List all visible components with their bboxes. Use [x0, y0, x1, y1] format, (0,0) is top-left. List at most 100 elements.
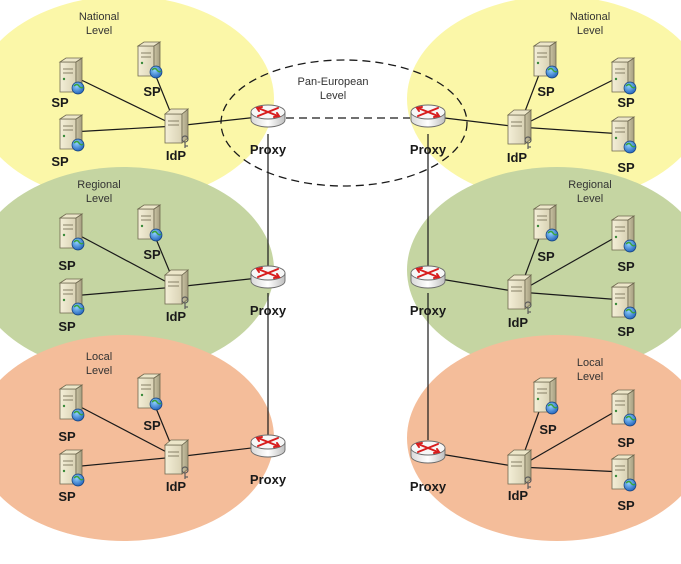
- idp-server: [506, 449, 533, 489]
- idp-label: IdP: [508, 488, 529, 503]
- proxy-label: Proxy: [250, 472, 287, 487]
- key-icon: [181, 296, 189, 309]
- sp-label: SP: [51, 154, 69, 169]
- sp-server: [610, 282, 637, 320]
- globe-icon: [623, 306, 637, 320]
- sp-server: [532, 204, 559, 242]
- proxy-label: Proxy: [410, 303, 447, 318]
- sp-idp-link: [518, 232, 624, 293]
- sp-server: [136, 373, 163, 411]
- sp-server: [532, 377, 559, 415]
- sp-server: [136, 41, 163, 79]
- idp-server: [163, 439, 190, 479]
- sp-server: [58, 114, 85, 152]
- sp-label: SP: [617, 259, 635, 274]
- sp-label: SP: [143, 84, 161, 99]
- sp-idp-link: [70, 401, 177, 458]
- sp-idp-link: [518, 126, 624, 135]
- sp-server: [58, 57, 85, 95]
- sp-label: SP: [617, 324, 635, 339]
- sp-label: SP: [58, 489, 76, 504]
- globe-icon: [545, 65, 559, 79]
- globe-icon: [545, 401, 559, 415]
- level-title: Local: [86, 351, 112, 363]
- idp-label: IdP: [166, 479, 187, 494]
- level-subtitle: Level: [86, 365, 112, 377]
- sp-label: SP: [51, 95, 69, 110]
- sp-server: [610, 57, 637, 95]
- sp-idp-link: [70, 125, 177, 133]
- sp-label: SP: [143, 247, 161, 262]
- level-title: Local: [577, 357, 603, 369]
- globe-icon: [71, 81, 85, 95]
- globe-icon: [71, 408, 85, 422]
- sp-server: [58, 449, 85, 487]
- sp-label: SP: [617, 160, 635, 175]
- globe-icon: [149, 397, 163, 411]
- right-local-ellipse: [407, 335, 681, 541]
- sp-idp-link: [70, 74, 177, 127]
- globe-icon: [545, 228, 559, 242]
- sp-server: [532, 41, 559, 79]
- idp-server: [506, 109, 533, 149]
- globe-icon: [149, 228, 163, 242]
- proxy-links: [267, 117, 429, 440]
- key-icon: [524, 301, 532, 314]
- key-icon: [524, 476, 532, 489]
- sp-server: [610, 454, 637, 492]
- level-subtitle: Level: [577, 371, 603, 383]
- proxy-label: Proxy: [250, 303, 287, 318]
- sp-label: SP: [537, 84, 555, 99]
- level-subtitle: Level: [86, 193, 112, 205]
- key-icon: [181, 466, 189, 479]
- level-subtitle: Level: [577, 193, 603, 205]
- idp-label: IdP: [508, 315, 529, 330]
- pan-european-title: Pan-European: [298, 76, 369, 88]
- router-arrows-icon: [255, 267, 281, 279]
- pan-european-level: Level: [320, 90, 346, 102]
- proxy-router: [410, 440, 446, 464]
- sp-server: [58, 213, 85, 251]
- globe-icon: [623, 81, 637, 95]
- globe-icon: [149, 65, 163, 79]
- sp-idp-link: [518, 74, 624, 128]
- globe-icon: [623, 413, 637, 427]
- idp-label: IdP: [507, 150, 528, 165]
- globe-icon: [71, 237, 85, 251]
- pan-european-ellipse: [220, 59, 468, 187]
- level-subtitle: Level: [86, 25, 112, 37]
- router-arrows-icon: [415, 106, 441, 118]
- router-arrows-icon: [415, 267, 441, 279]
- level-title: Regional: [568, 179, 611, 191]
- sp-label: SP: [617, 95, 635, 110]
- level-title: National: [570, 11, 610, 23]
- level-title: Regional: [77, 179, 120, 191]
- sp-label: SP: [58, 319, 76, 334]
- proxy-router: [250, 434, 286, 458]
- idp-server: [163, 269, 190, 309]
- sp-label: SP: [143, 418, 161, 433]
- sp-server: [58, 384, 85, 422]
- sp-server: [610, 116, 637, 154]
- globe-icon: [71, 138, 85, 152]
- idp-label: IdP: [166, 148, 187, 163]
- globe-icon: [71, 302, 85, 316]
- proxy-router: [410, 104, 446, 128]
- router-arrows-icon: [255, 436, 281, 448]
- sp-server: [58, 278, 85, 316]
- globe-icon: [71, 473, 85, 487]
- idp-server: [506, 274, 533, 314]
- idp-server: [163, 108, 190, 148]
- sp-label: SP: [539, 422, 557, 437]
- globe-icon: [623, 478, 637, 492]
- globe-icon: [623, 239, 637, 253]
- sp-idp-link: [518, 406, 624, 468]
